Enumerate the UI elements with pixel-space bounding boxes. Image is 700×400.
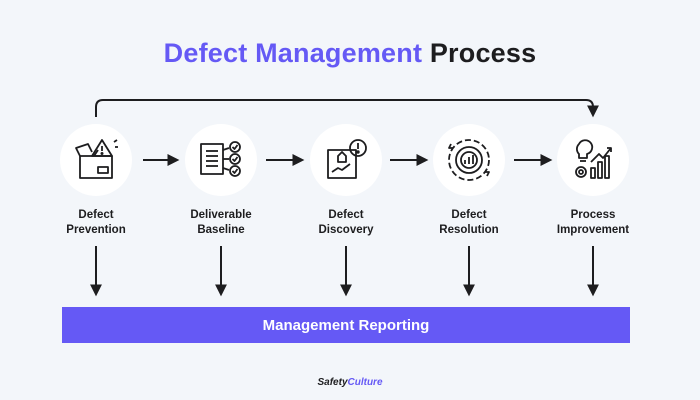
step-circle (185, 124, 257, 196)
step-label: Defect Resolution (439, 209, 499, 236)
step-label: Defect Discovery (318, 209, 374, 236)
brand-logo: SafetyCulture (317, 377, 383, 388)
box-warning-icon (75, 139, 118, 179)
step-label: Deliverable Baseline (190, 209, 252, 236)
feedback-loop-arrow (95, 99, 599, 118)
step-circle (310, 124, 382, 196)
checklist-icon (200, 141, 241, 177)
step-circle (557, 124, 629, 196)
step-circle (433, 124, 505, 196)
management-reporting-bar: Management Reporting (62, 307, 630, 343)
box-alert-icon (327, 139, 367, 179)
step-defect-resolution: Defect Resolution (409, 124, 529, 238)
step-label: Process Improvement (556, 209, 630, 236)
page-title: Defect Management Process (0, 38, 700, 69)
title-rest: Process (429, 38, 537, 68)
gear-chart-icon (448, 139, 490, 181)
title-accent: Defect Management (163, 38, 423, 68)
step-defect-discovery: Defect Discovery (286, 124, 406, 238)
step-process-improvement: Process Improvement (533, 124, 653, 238)
step-defect-prevention: Defect Prevention (36, 124, 156, 238)
lightbulb-growth-icon (575, 139, 612, 179)
step-circle (60, 124, 132, 196)
step-deliverable-baseline: Deliverable Baseline (161, 124, 281, 238)
step-label: Defect Prevention (66, 209, 126, 236)
